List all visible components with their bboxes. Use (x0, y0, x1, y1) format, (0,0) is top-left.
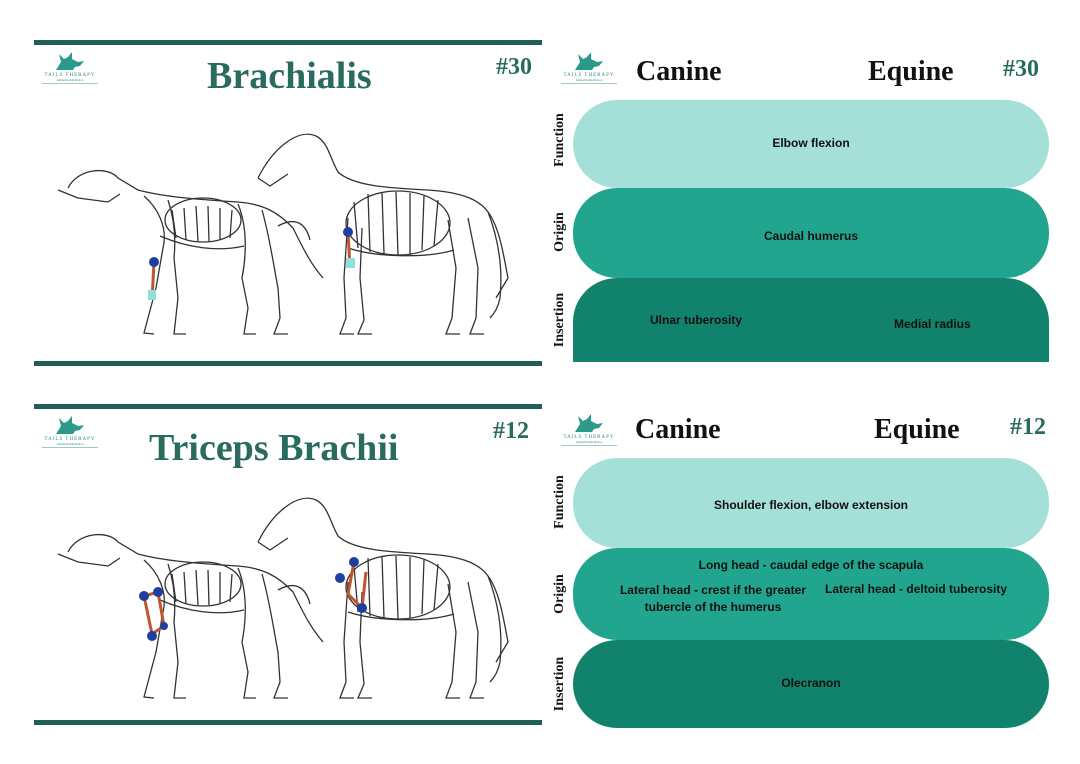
fox-logo-icon (56, 416, 84, 434)
tails-therapy-logo: TAILS THERAPY Animal Rehabilitation (559, 412, 619, 446)
insertion-equine-text: Medial radius (894, 317, 971, 331)
origin-label: Origin (552, 212, 567, 252)
brand-name: TAILS THERAPY (44, 73, 96, 78)
insertion-text: Olecranon (781, 676, 841, 690)
fox-logo-icon (56, 52, 84, 70)
insertion-label: Insertion (552, 656, 567, 712)
insertion-row: Olecranon (573, 640, 1049, 728)
card-number: #12 (1010, 414, 1046, 440)
function-row: Shoulder flexion, elbow extension (573, 458, 1049, 548)
card-title: Brachialis (207, 55, 372, 97)
brand-tagline: Animal Rehabilitation (56, 78, 84, 82)
canine-column-heading: Canine (635, 414, 721, 445)
card-number: #12 (493, 418, 529, 444)
brand-name: TAILS THERAPY (563, 73, 615, 78)
origin-long-head-text: Long head - caudal edge of the scapula (698, 558, 924, 572)
function-text: Elbow flexion (772, 136, 850, 150)
brand-tagline: Animal Rehabilitation (575, 440, 603, 444)
dog-horse-skeleton-illustration (57, 497, 509, 699)
equine-column-heading: Equine (868, 56, 954, 87)
card-number: #30 (1003, 56, 1039, 82)
tails-therapy-logo: TAILS THERAPY Animal Rehabilitation (40, 414, 100, 448)
brand-name: TAILS THERAPY (44, 437, 96, 442)
bottom-divider (34, 720, 542, 725)
tails-therapy-logo: TAILS THERAPY Animal Rehabilitation (559, 50, 619, 84)
bottom-divider (34, 361, 542, 366)
insertion-row: Ulnar tuberosity Medial radius (573, 278, 1049, 362)
card-title: Triceps Brachii (149, 427, 399, 469)
origin-lateral-canine-text: Lateral head - crest if the greater tube… (619, 583, 807, 614)
brachialis-front-card: TAILS THERAPY Animal Rehabilitation Brac… (34, 40, 544, 370)
brand-tagline: Animal Rehabilitation (575, 78, 603, 82)
card-number: #30 (496, 54, 532, 80)
brand-tagline: Animal Rehabilitation (56, 442, 84, 446)
fox-logo-icon (575, 52, 603, 70)
origin-lateral-equine-text: Lateral head - deltoid tuberosity (825, 582, 1008, 596)
function-label: Function (552, 475, 567, 529)
brand-name: TAILS THERAPY (563, 435, 615, 440)
fox-logo-icon (575, 414, 603, 432)
top-divider (34, 404, 542, 409)
top-divider (34, 40, 542, 45)
function-row: Elbow flexion (573, 100, 1049, 188)
function-label: Function (552, 113, 567, 167)
triceps-back-card: TAILS THERAPY Animal Rehabilitation Cani… (548, 406, 1060, 736)
triceps-front-card: TAILS THERAPY Animal Rehabilitation Tric… (34, 404, 544, 734)
insertion-label: Insertion (552, 292, 567, 348)
tails-therapy-logo: TAILS THERAPY Animal Rehabilitation (40, 50, 100, 84)
insertion-canine-text: Ulnar tuberosity (650, 313, 743, 327)
brachialis-back-card: TAILS THERAPY Animal Rehabilitation Cani… (548, 40, 1060, 370)
origin-label: Origin (552, 574, 567, 614)
origin-text: Caudal humerus (763, 229, 859, 243)
function-text: Shoulder flexion, elbow extension (713, 498, 909, 512)
equine-column-heading: Equine (874, 414, 960, 445)
origin-row: Caudal humerus (573, 188, 1049, 278)
origin-row: Long head - caudal edge of the scapula L… (573, 548, 1049, 640)
canine-column-heading: Canine (636, 56, 722, 87)
dog-horse-skeleton-illustration (57, 133, 509, 335)
